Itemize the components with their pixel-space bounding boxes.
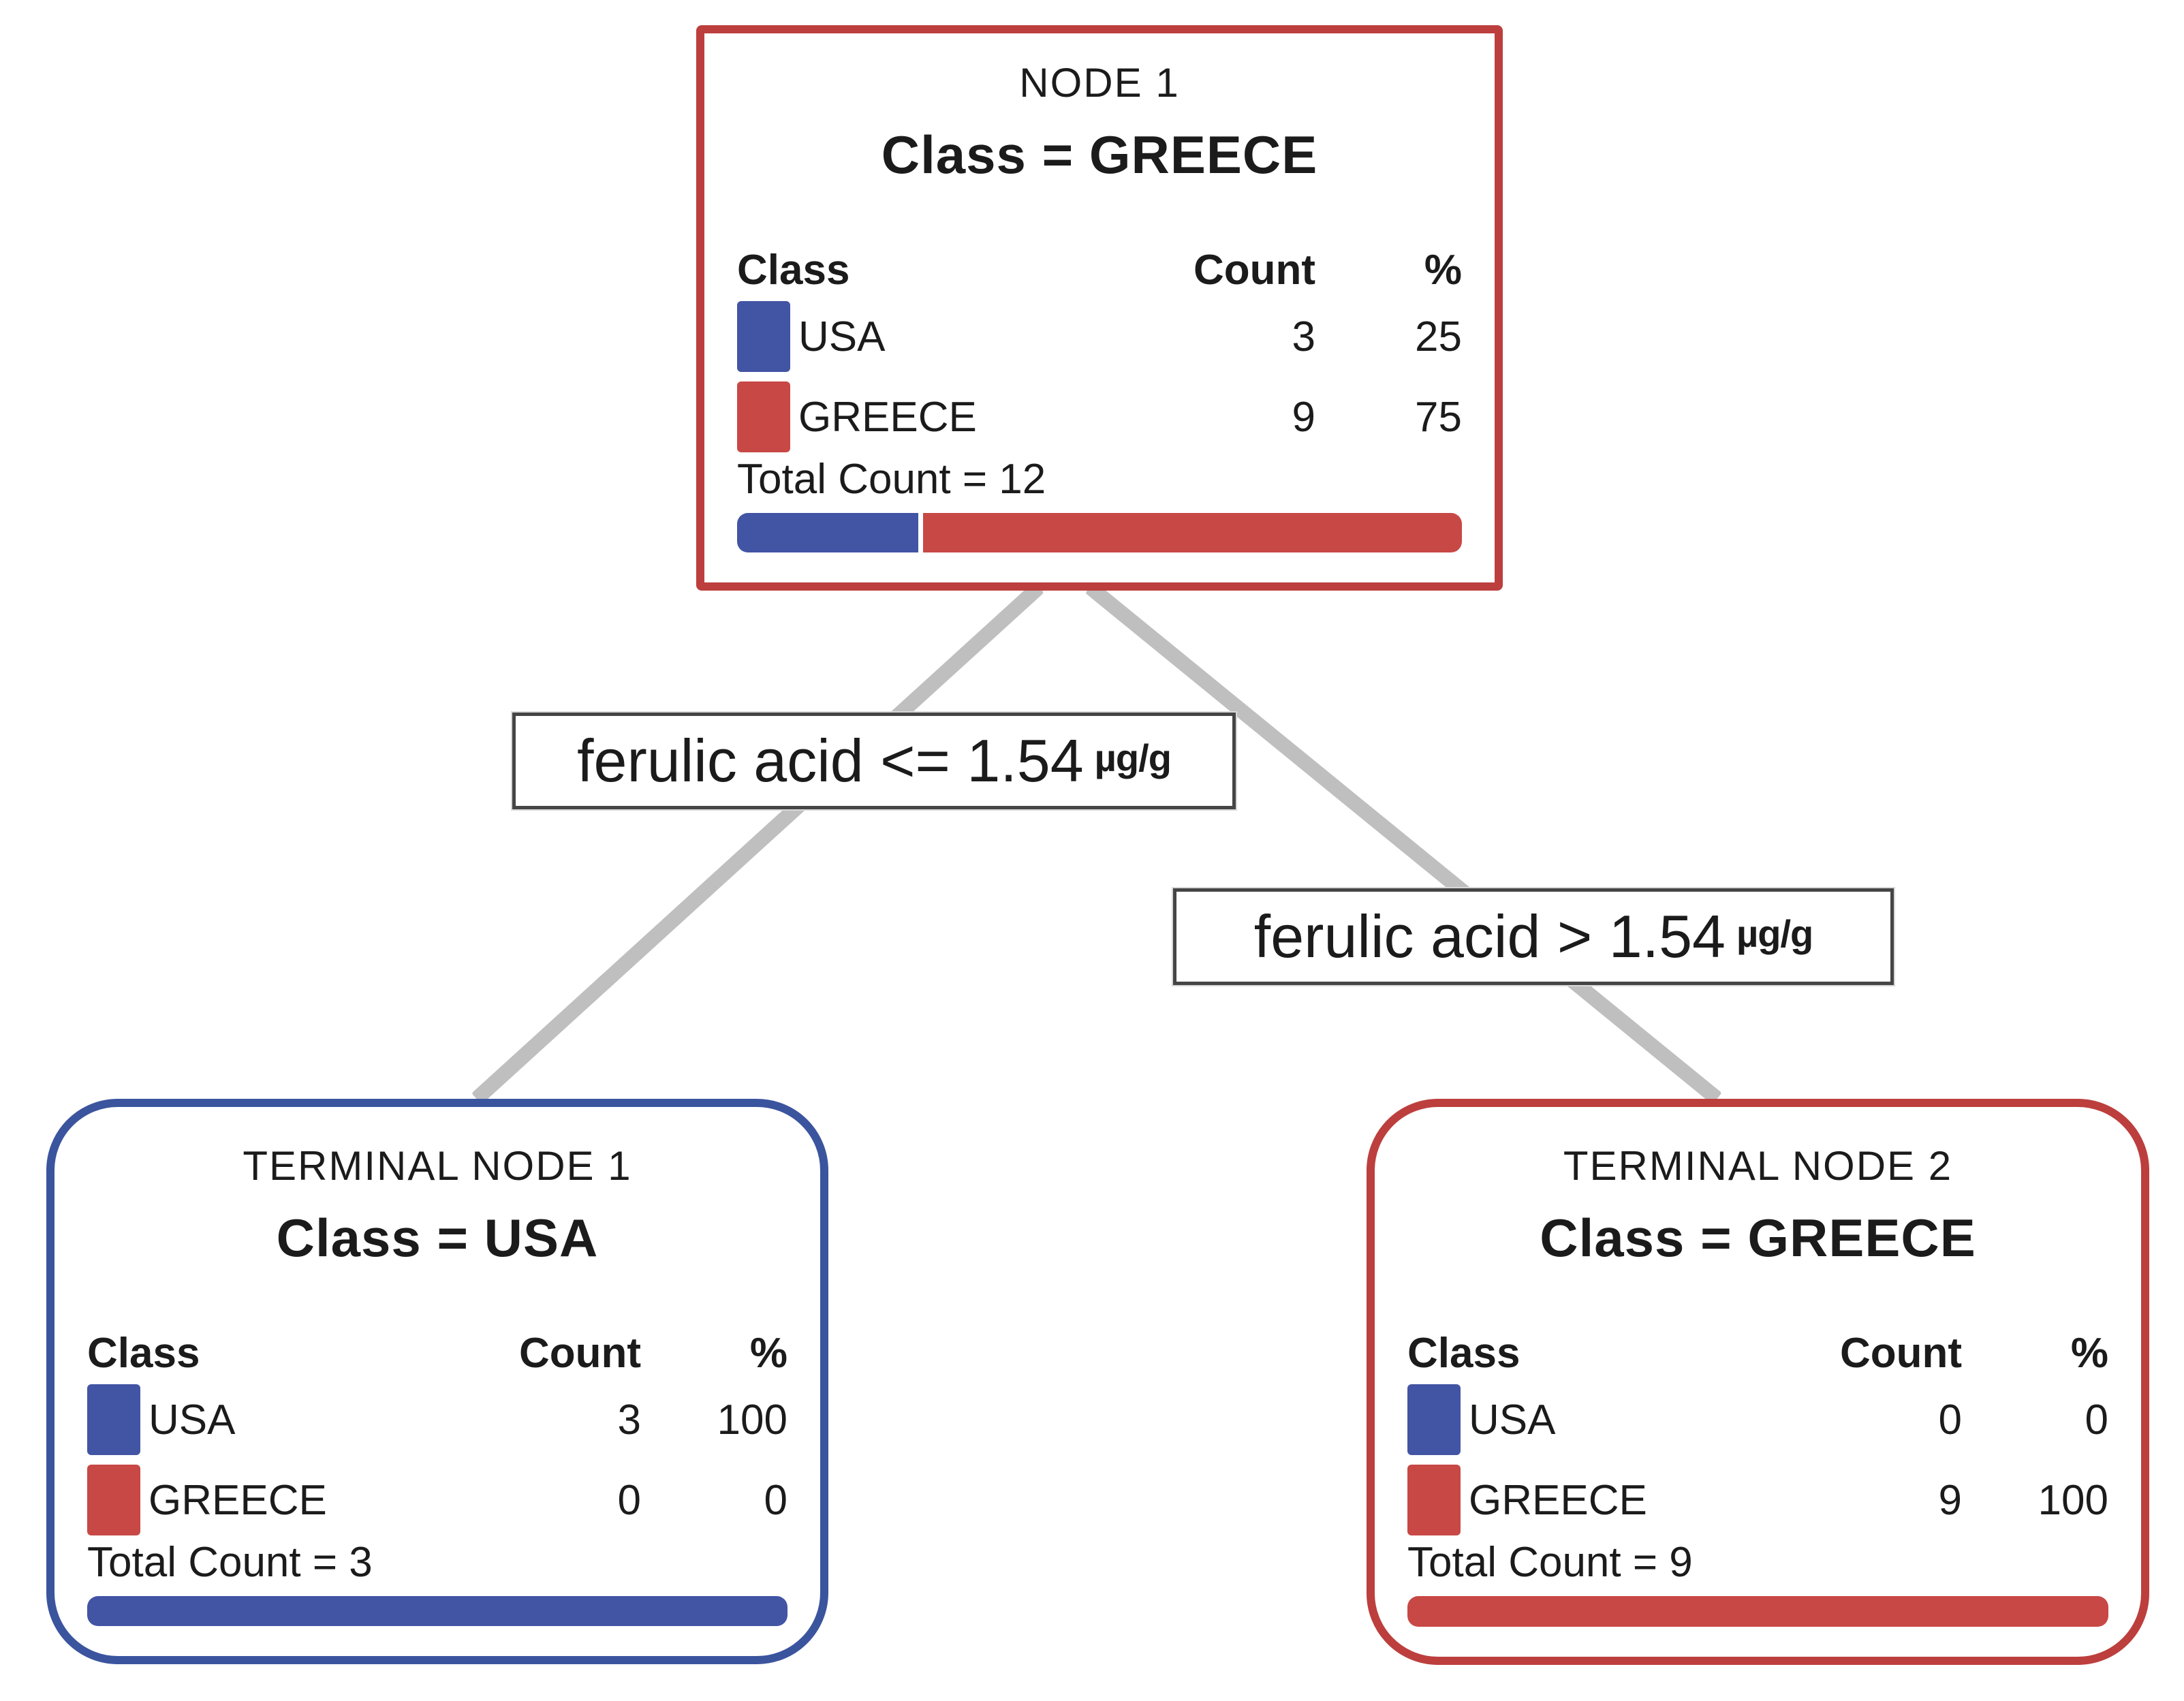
row-pct: 0 <box>764 1476 787 1524</box>
header-class: Class <box>737 247 850 294</box>
row-label: GREECE <box>149 1476 327 1524</box>
greece-color-swatch <box>1407 1465 1461 1535</box>
row-count: 3 <box>617 1396 641 1443</box>
row-count: 0 <box>617 1476 641 1524</box>
split-condition-text: ferulic acid <= 1.54 <box>577 727 1084 794</box>
row-count: 9 <box>1292 393 1315 441</box>
bar-segment-usa <box>87 1596 787 1626</box>
class-distribution-bar <box>1407 1596 2108 1627</box>
row-count: 9 <box>1938 1476 1962 1524</box>
header-count: Count <box>1193 247 1315 294</box>
class-distribution-bar <box>87 1596 787 1626</box>
bar-segment-usa <box>737 513 918 552</box>
class-table: Class Count % USA 0 0 GREECE 9 100 <box>1407 1329 2108 1538</box>
row-pct: 100 <box>2038 1476 2108 1524</box>
header-class: Class <box>1407 1330 1520 1377</box>
node-title: TERMINAL NODE 1 <box>243 1143 632 1189</box>
total-count-label: Total Count = 3 <box>87 1539 373 1586</box>
table-header-row: Class Count % <box>87 1329 787 1377</box>
row-label: GREECE <box>1469 1476 1647 1524</box>
header-pct: % <box>749 1330 787 1377</box>
row-label: USA <box>798 313 886 360</box>
node-class-label: Class = USA <box>276 1208 599 1268</box>
header-pct: % <box>2070 1330 2108 1377</box>
header-count: Count <box>518 1330 641 1377</box>
terminal-node-1[interactable]: TERMINAL NODE 1 Class = USA Class Count … <box>46 1099 828 1664</box>
table-header-row: Class Count % <box>737 246 1462 294</box>
split-unit-text: µg/g <box>1094 736 1172 779</box>
greece-color-swatch <box>87 1465 140 1535</box>
total-count-label: Total Count = 9 <box>1407 1539 1693 1586</box>
branch-line-left <box>471 581 1044 1105</box>
split-label-left: ferulic acid <= 1.54 µg/g <box>512 713 1236 809</box>
bar-segment-greece <box>918 513 1462 552</box>
node-class-label: Class = GREECE <box>1540 1208 1976 1268</box>
greece-color-swatch <box>737 381 790 452</box>
split-label-right: ferulic acid > 1.54 µg/g <box>1173 888 1894 985</box>
usa-color-swatch <box>1407 1384 1461 1455</box>
table-row: USA 3 100 <box>87 1382 787 1458</box>
row-count: 0 <box>1938 1396 1962 1443</box>
class-distribution-bar <box>737 513 1462 552</box>
table-row: GREECE 9 100 <box>1407 1462 2108 1538</box>
class-table: Class Count % USA 3 100 GREECE 0 0 <box>87 1329 787 1538</box>
root-node[interactable]: NODE 1 Class = GREECE Class Count % USA … <box>696 25 1503 591</box>
split-unit-text: µg/g <box>1736 911 1813 955</box>
total-count-label: Total Count = 12 <box>737 456 1046 503</box>
usa-color-swatch <box>87 1384 140 1455</box>
usa-color-swatch <box>737 301 790 372</box>
header-pct: % <box>1424 247 1462 294</box>
row-pct: 100 <box>717 1396 787 1443</box>
row-label: USA <box>149 1396 236 1443</box>
row-count: 3 <box>1292 313 1315 360</box>
table-row: USA 3 25 <box>737 298 1462 375</box>
row-label: USA <box>1469 1396 1556 1443</box>
terminal-node-2[interactable]: TERMINAL NODE 2 Class = GREECE Class Cou… <box>1367 1099 2149 1665</box>
node-title: NODE 1 <box>1019 60 1180 106</box>
bar-segment-greece <box>1407 1596 2108 1627</box>
node-class-label: Class = GREECE <box>881 125 1318 185</box>
row-pct: 75 <box>1415 393 1462 441</box>
branch-line-right <box>1085 581 1722 1105</box>
row-pct: 25 <box>1415 313 1462 360</box>
node-title: TERMINAL NODE 2 <box>1563 1143 1953 1189</box>
row-label: GREECE <box>798 393 977 441</box>
table-row: GREECE 0 0 <box>87 1462 787 1538</box>
table-header-row: Class Count % <box>1407 1329 2108 1377</box>
table-row: USA 0 0 <box>1407 1382 2108 1458</box>
table-row: GREECE 9 75 <box>737 379 1462 455</box>
header-count: Count <box>1839 1330 1962 1377</box>
split-condition-text: ferulic acid > 1.54 <box>1253 903 1726 970</box>
header-class: Class <box>87 1330 200 1377</box>
row-pct: 0 <box>2085 1396 2108 1443</box>
class-table: Class Count % USA 3 25 GREECE 9 75 <box>737 246 1462 455</box>
